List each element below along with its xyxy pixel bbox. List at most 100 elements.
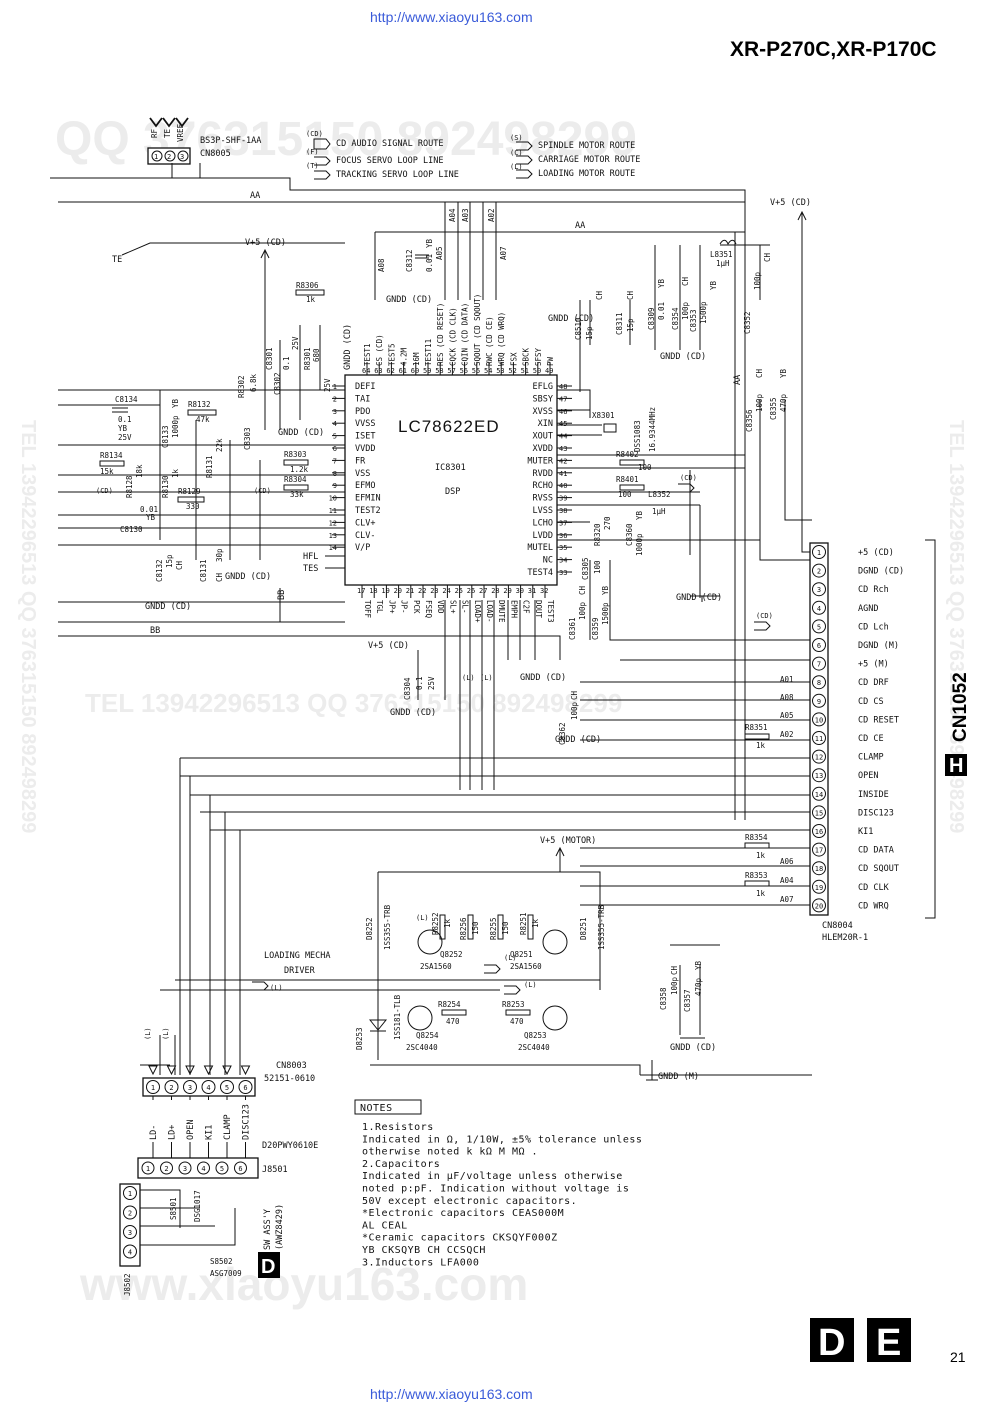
ic-right-pin-number: 47 — [559, 395, 567, 403]
cn8004-pin-number: 15 — [815, 809, 823, 817]
cn8003-pin-label: LD+ — [168, 1125, 178, 1140]
ic-right-pin-number: 45 — [559, 420, 567, 428]
cn8004-pin — [812, 563, 826, 578]
svg-text:LOADING MECHA: LOADING MECHA — [264, 951, 331, 961]
svg-text:Q8253: Q8253 — [524, 1031, 547, 1040]
cn8004-pin-number: 20 — [815, 902, 823, 910]
cn8004-pin-name: KI1 — [858, 827, 873, 837]
ic-left-pin-name: ISET — [355, 432, 375, 442]
loading-motor-driver: V+5 (MOTOR) D8252 1SS355-TRB R8252 1k R8… — [160, 836, 812, 1082]
ic-bottom-pin-number: 22 — [418, 587, 426, 595]
cn8003-arrow — [222, 1065, 232, 1076]
cn8004-pin-number: 17 — [815, 847, 823, 855]
svg-text:(S): (S) — [510, 134, 523, 142]
ic-bottom-pin-name: VDD — [436, 600, 445, 614]
ic-top-pin-name: PW — [546, 356, 555, 366]
svg-text:C8309: C8309 — [647, 307, 656, 330]
ic-right-pin-number: 34 — [559, 557, 567, 565]
cn8004-pin-name: CD WRQ — [858, 901, 889, 911]
notes-line: *Electronic capacitors CEAS000M — [362, 1208, 564, 1219]
cn8004-pin-number: 5 — [817, 623, 821, 631]
ic-left-pin-name: TEST2 — [355, 506, 381, 516]
cn8004-pin — [812, 638, 826, 652]
svg-text:C8134: C8134 — [115, 395, 138, 404]
ic-top-pin-number: 64 — [362, 367, 370, 375]
svg-text:R8256: R8256 — [459, 917, 468, 940]
svg-text:CH: CH — [578, 585, 587, 595]
ic-bottom-pin-name: TGL — [375, 600, 384, 614]
svg-text:15p: 15p — [165, 554, 174, 568]
svg-text:R8253: R8253 — [502, 1000, 525, 1009]
ic-left-pin-number: 13 — [329, 532, 337, 540]
svg-text:1000p: 1000p — [635, 533, 644, 556]
notes-line: noted p:pF. Indication without voltage i… — [362, 1184, 629, 1195]
svg-text:NOTES: NOTES — [360, 1103, 393, 1114]
cn8004-pin — [812, 675, 826, 690]
cn8004-pin-number: 9 — [817, 698, 821, 706]
notes-line: otherwise noted k kΩ M MΩ . — [362, 1147, 538, 1158]
ic-top-pin-name: RWC (CD CE) — [485, 316, 494, 366]
svg-text:C8353: C8353 — [689, 309, 698, 332]
svg-text:1SS355-TRB: 1SS355-TRB — [383, 904, 392, 950]
svg-text:TRACKING SERVO LOOP LINE: TRACKING SERVO LOOP LINE — [336, 170, 459, 180]
j8501-pin-number: 1 — [146, 1165, 150, 1173]
ic-right-pin-name: MUTEL — [527, 543, 553, 553]
svg-text:GNDD (CD): GNDD (CD) — [660, 352, 706, 362]
svg-text:C8357: C8357 — [683, 989, 692, 1012]
svg-text:YB: YB — [146, 513, 156, 522]
svg-text:D: D — [261, 1256, 275, 1278]
cn8003-pin — [238, 1080, 253, 1094]
cn8003-pin-label: LD- — [149, 1125, 159, 1140]
ic-bottom-pin-number: 26 — [467, 587, 475, 595]
svg-text:CH: CH — [763, 252, 772, 262]
route-legend: (CD) CD AUDIO SIGNAL ROUTE (F) FOCUS SER… — [306, 130, 640, 180]
cn8004-pin-name: CD DRF — [858, 678, 889, 688]
ic-top-pin-name: CQIN (CD DATA) — [461, 303, 470, 366]
svg-text:C8301: C8301 — [265, 347, 274, 370]
ic-left-pin-number: 10 — [329, 495, 337, 503]
cn8004-pin — [812, 582, 826, 597]
cn8004-pin — [812, 656, 826, 671]
ic-right-pin-number: 48 — [559, 383, 567, 391]
svg-text:R8254: R8254 — [438, 1000, 461, 1009]
j8501-pin-number: 5 — [220, 1165, 224, 1173]
svg-text:R8353: R8353 — [745, 871, 768, 880]
svg-text:0.01: 0.01 — [657, 302, 666, 320]
source-url-bottom[interactable]: http://www.xiaoyu163.com — [370, 1386, 533, 1402]
j8502-pin-number: 2 — [128, 1210, 132, 1218]
svg-text:C8311: C8311 — [615, 312, 624, 335]
svg-text:Q8252: Q8252 — [440, 950, 463, 959]
svg-text:270: 270 — [603, 516, 612, 530]
svg-text:R8134: R8134 — [100, 451, 123, 460]
svg-text:YB: YB — [601, 585, 610, 595]
ic-top-pin-name: 4.2M — [400, 347, 409, 366]
j8501-pin — [234, 1161, 247, 1175]
source-url-top[interactable]: http://www.xiaoyu163.com — [370, 9, 533, 25]
cn8004-pin-name: OPEN — [858, 771, 878, 781]
ic-right-pin-name: RVSS — [533, 494, 553, 504]
ic-left-pin-number: 9 — [333, 482, 337, 490]
cn8003-arrow — [203, 1065, 214, 1076]
ic-top-pin-number: 60 — [411, 367, 419, 375]
svg-text:GNDD (CD): GNDD (CD) — [225, 572, 271, 582]
svg-text:D8251: D8251 — [579, 917, 588, 940]
cn8004-pin-number: 16 — [815, 828, 823, 836]
svg-text:0.01: 0.01 — [140, 505, 158, 514]
svg-text:A08: A08 — [377, 258, 386, 272]
svg-text:1k: 1k — [306, 295, 316, 304]
watermark-vertical-right: TEL 13942296513 QQ 376315150 892498299 — [945, 420, 967, 833]
ic-left-pin-name: VVDD — [355, 444, 375, 454]
svg-text:0.1: 0.1 — [118, 415, 132, 424]
svg-text:HFL: HFL — [303, 552, 318, 562]
svg-text:R8251: R8251 — [519, 912, 528, 935]
svg-text:GNDD (CD): GNDD (CD) — [386, 295, 432, 305]
cn8003-part: 52151-0610 — [264, 1074, 315, 1084]
ic-right-pin-name: LVSS — [533, 506, 553, 516]
svg-text:R8306: R8306 — [296, 281, 319, 290]
svg-text:R8354: R8354 — [745, 833, 768, 842]
ic-top-pin-name: TEST5 — [387, 343, 396, 366]
ic-ref: IC8301 — [435, 463, 466, 473]
notes-line: 3.Inductors LFA000 — [362, 1257, 479, 1268]
